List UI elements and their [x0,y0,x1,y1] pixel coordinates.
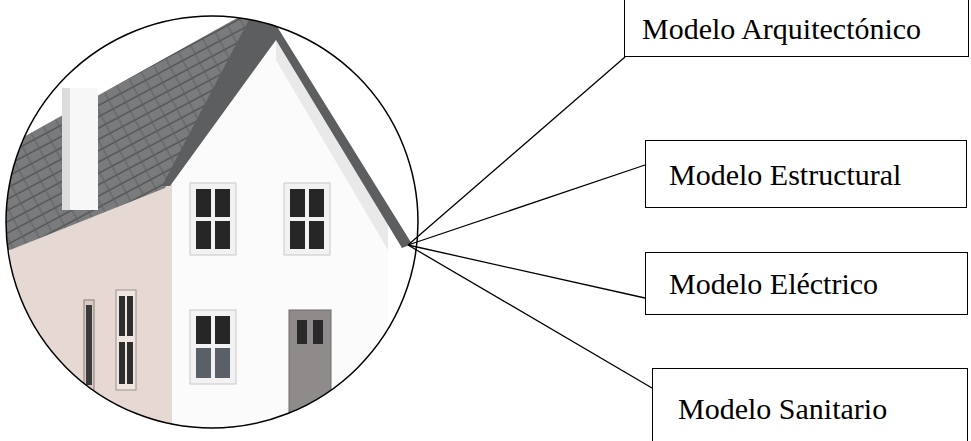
box-label: Modelo Sanitario [678,392,887,425]
model-box: Modelo Eléctrico [645,252,968,315]
model-box: Modelo Estructural [645,140,967,208]
box-label: Modelo Eléctrico [669,267,878,300]
leader-line [408,245,645,298]
leader-line [408,165,645,245]
box-label: Modelo Estructural [669,158,901,191]
leader-line [408,245,652,388]
leader-line [408,57,625,245]
house-picture [0,0,430,441]
box-label: Modelo Arquitectónico [642,12,921,45]
chimney [62,88,98,210]
front-wall [172,36,388,441]
leader-lines [408,57,652,388]
model-box: Modelo Arquitectónico [624,0,969,57]
model-box: Modelo Sanitario [652,368,968,441]
picture-circle [6,16,418,428]
door [289,310,331,441]
